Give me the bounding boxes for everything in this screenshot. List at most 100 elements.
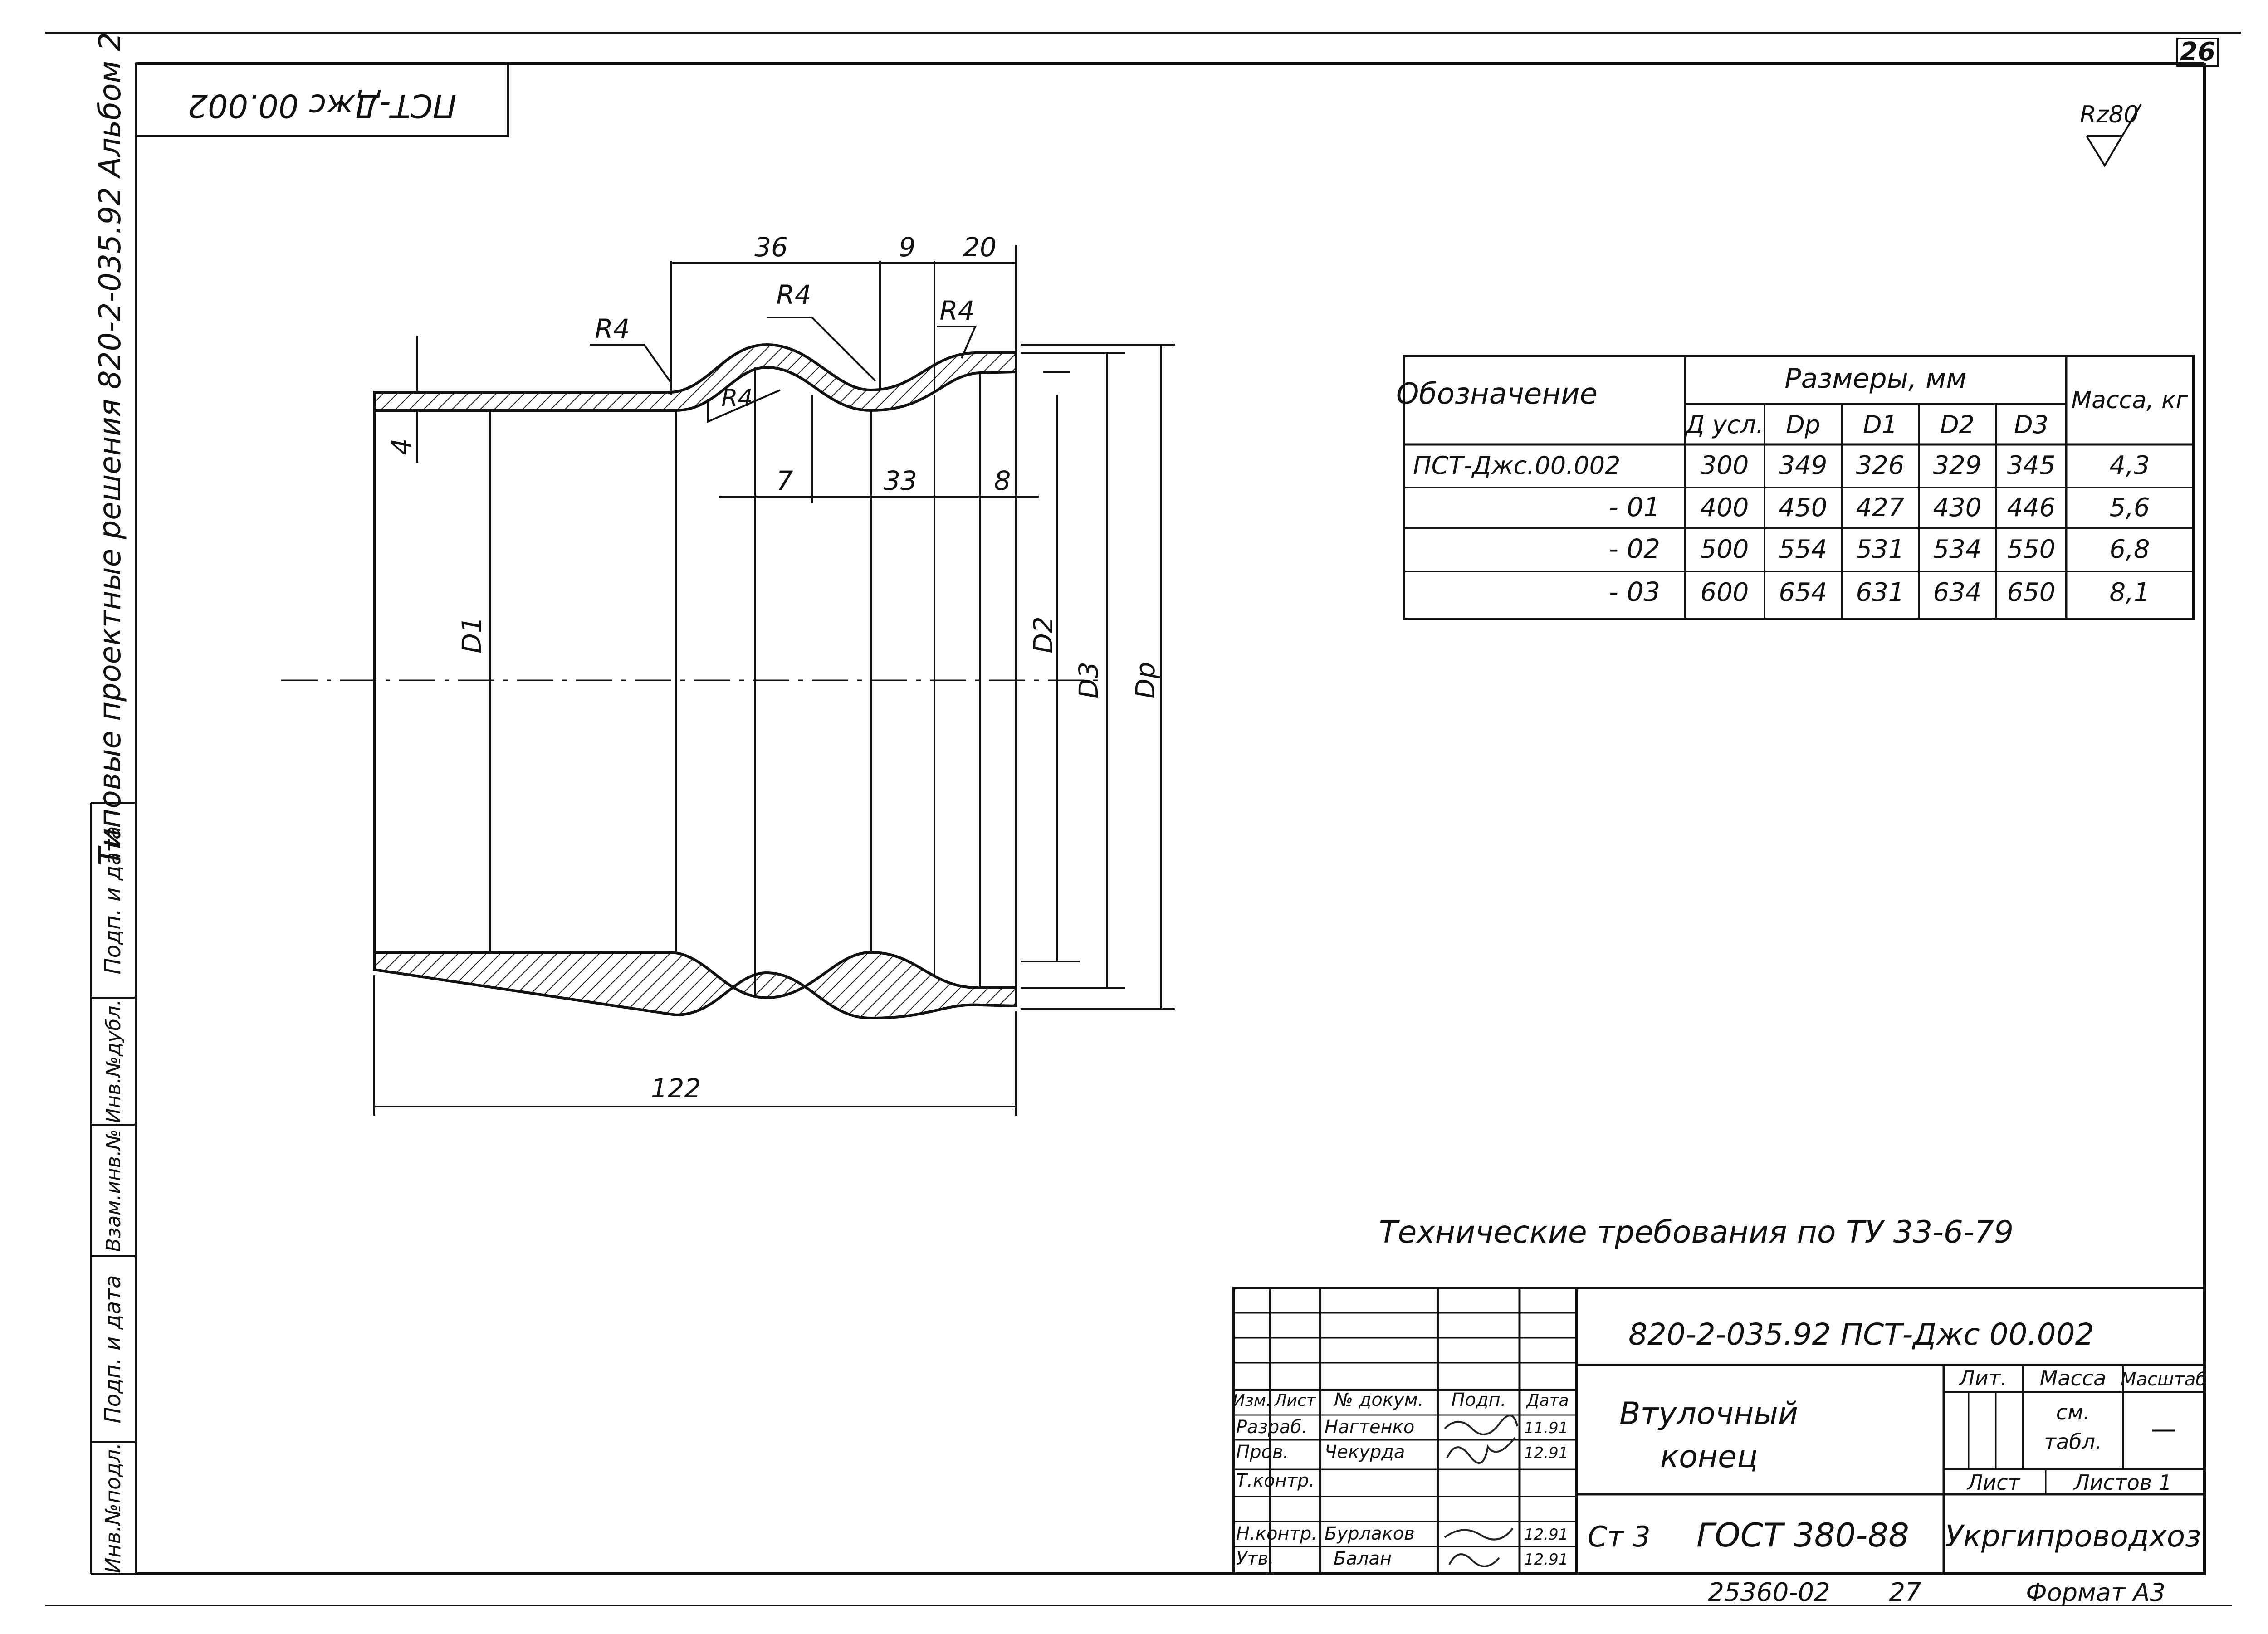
col-list: Лист xyxy=(1273,1391,1316,1410)
table-cell-mass: 6,8 xyxy=(2109,535,2150,564)
scale-value: — xyxy=(2151,1415,2176,1444)
sign-date: 11.91 xyxy=(1524,1419,1568,1437)
mass-value: табл. xyxy=(2044,1429,2102,1454)
table-cell: 631 xyxy=(1856,578,1905,607)
col-izm: Изм. xyxy=(1233,1391,1271,1410)
radius-label: R4 xyxy=(721,385,753,412)
table-cell: 650 xyxy=(2007,578,2056,607)
organization: Укргипроводхоз xyxy=(1945,1519,2201,1554)
sheet-label: Лист xyxy=(1966,1470,2021,1495)
mass-value: см. xyxy=(2056,1400,2090,1424)
table-cell: 329 xyxy=(1933,451,1982,480)
sign-date: 12.91 xyxy=(1524,1444,1568,1462)
table-subheader: D1 xyxy=(1863,410,1897,439)
person-name: Чекурда xyxy=(1325,1442,1405,1463)
size-table xyxy=(1403,355,2195,620)
side-album-label: Типовые проектные решения 820-2-035.92 А… xyxy=(93,32,127,866)
side-cell: Подп. и дата xyxy=(100,1275,126,1424)
table-cell-mass: 4,3 xyxy=(2109,451,2150,480)
sign-date: 12.91 xyxy=(1524,1551,1568,1569)
table-cell: 300 xyxy=(1701,451,1749,480)
table-cell: 554 xyxy=(1779,535,1828,564)
lit-label: Лит. xyxy=(1958,1366,2007,1390)
role-label: Утв. xyxy=(1236,1548,1274,1569)
dim-36: 36 xyxy=(754,232,788,263)
dim-9: 9 xyxy=(899,232,916,263)
table-cell: 427 xyxy=(1856,493,1905,522)
radius-label: R4 xyxy=(595,313,630,344)
upper-wall xyxy=(373,343,1017,412)
dim-D3: D3 xyxy=(1073,662,1104,699)
radius-label: R4 xyxy=(776,279,811,310)
side-cell: Инв.№подл. xyxy=(101,1443,125,1573)
paper-format: Формат А3 xyxy=(2026,1578,2165,1607)
lower-wall xyxy=(373,951,1017,1020)
table-subheader: Д усл. xyxy=(1685,410,1764,439)
col-podp: Подп. xyxy=(1451,1390,1506,1410)
title-block-text: 820-2-035.92 ПСТ-Джс 00.002 Втулочный ко… xyxy=(1233,1317,2207,1569)
col-doc: № докум. xyxy=(1333,1390,1423,1410)
size-table-text: Обозначение Размеры, мм Масса, кг Д усл.… xyxy=(1396,363,2189,607)
table-subheader: D3 xyxy=(2014,410,2048,439)
signature-marks xyxy=(1444,1415,1518,1567)
table-header-mass: Масса, кг xyxy=(2071,387,2188,414)
table-row-name: - 01 xyxy=(1609,492,1660,522)
role-label: Разраб. xyxy=(1236,1417,1307,1438)
table-cell: 349 xyxy=(1779,451,1828,480)
side-cell: Подп. и дата xyxy=(100,826,126,975)
table-cell: 531 xyxy=(1856,535,1905,564)
table-cell: 446 xyxy=(2007,493,2056,522)
side-cells: Подп. и дата Инв.№дубл. Взам.инв.№ Подп.… xyxy=(100,826,126,1574)
table-cell: 400 xyxy=(1701,493,1749,522)
table-cell: 654 xyxy=(1779,578,1828,607)
table-cell: 450 xyxy=(1779,493,1828,522)
table-row-name: - 02 xyxy=(1609,533,1660,564)
sheet-number: 26 xyxy=(2180,37,2215,67)
role-label: Пров. xyxy=(1236,1442,1289,1463)
sheets-label: Листов 1 xyxy=(2073,1470,2172,1495)
standard: ГОСТ 380-88 xyxy=(1696,1516,1909,1554)
table-cell: 500 xyxy=(1701,535,1749,564)
col-date: Дата xyxy=(1525,1391,1569,1410)
dim-D2: D2 xyxy=(1028,616,1059,654)
rotated-stamp-code: ПСТ-Джс 00.002 xyxy=(188,87,457,124)
table-header-sizes: Размеры, мм xyxy=(1784,363,1966,395)
person-name: Бурлаков xyxy=(1325,1523,1415,1544)
table-row-name: ПСТ-Джс.00.002 xyxy=(1413,451,1620,480)
dim-Dp: Dp xyxy=(1130,662,1161,698)
table-cell: 345 xyxy=(2007,451,2056,480)
side-cell: Взам.инв.№ xyxy=(102,1129,125,1252)
person-name: Балан xyxy=(1334,1548,1392,1569)
scale-label: Масштаб xyxy=(2121,1369,2207,1390)
role-label: Н.контр. xyxy=(1236,1523,1317,1544)
sleeve-section xyxy=(281,343,1098,1020)
table-cell-mass: 5,6 xyxy=(2109,493,2150,522)
table-cell: 600 xyxy=(1701,578,1749,607)
dim-wall: 4 xyxy=(386,439,417,455)
table-cell: 534 xyxy=(1933,535,1982,564)
table-cell-mass: 8,1 xyxy=(2109,578,2150,607)
radius-label: R4 xyxy=(939,295,974,326)
dimension-labels: 36 9 20 R4 R4 R4 R4 7 33 8 4 122 D1 D2 D… xyxy=(386,232,1161,1104)
doc-code: 820-2-035.92 ПСТ-Джс 00.002 xyxy=(1628,1317,2094,1352)
sign-date: 12.91 xyxy=(1524,1526,1568,1544)
table-cell: 634 xyxy=(1933,578,1982,607)
tech-requirements: Технические требования по ТУ 33-6-79 xyxy=(1379,1215,2014,1250)
table-subheader: D2 xyxy=(1940,410,1975,439)
dim-D1: D1 xyxy=(456,616,487,654)
material: Ст 3 xyxy=(1588,1520,1651,1553)
dim-33: 33 xyxy=(884,465,917,496)
archive-code: 25360-02 xyxy=(1708,1578,1830,1607)
archive-number: 27 xyxy=(1889,1578,1921,1607)
dim-8: 8 xyxy=(994,465,1011,496)
table-cell: 430 xyxy=(1933,493,1982,522)
table-subheader: Dр xyxy=(1786,410,1820,439)
dim-7: 7 xyxy=(777,465,793,496)
table-header-designation: Обозначение xyxy=(1396,377,1598,411)
mass-label: Масса xyxy=(2040,1366,2107,1390)
dim-20: 20 xyxy=(963,232,997,263)
sheet-frame xyxy=(45,32,2241,1606)
table-cell: 550 xyxy=(2007,535,2056,564)
title-block xyxy=(1232,1287,2206,1575)
